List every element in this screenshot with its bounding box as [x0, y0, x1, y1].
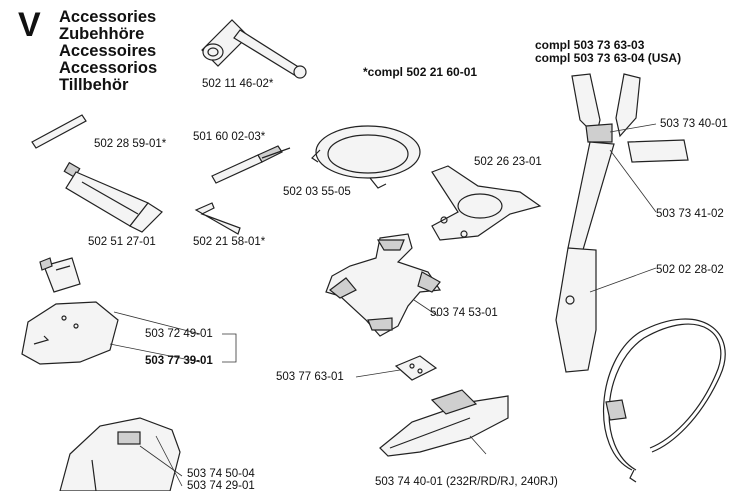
section-titles: Accessories Zubehhöre Accessoires Access…	[59, 9, 157, 94]
title-de: Zubehhöre	[59, 25, 145, 43]
label-support-plate: 503 74 53-01	[430, 307, 498, 319]
clamp-illustration	[431, 165, 542, 241]
harness-header-1: compl 503 73 63-03	[535, 38, 645, 52]
label-guard-kit: 503 77 39-01	[145, 355, 213, 367]
label-hex-key: 502 21 58-01*	[193, 236, 266, 248]
label-guard-bracket: 503 72 49-01	[145, 328, 213, 340]
guard-illustration	[21, 301, 119, 365]
section-letter: V	[18, 6, 41, 44]
bottom-guard-illustration	[59, 417, 181, 491]
leader-lines	[109, 123, 657, 487]
label-plate: 503 77 63-01	[276, 371, 344, 383]
pin-illustration	[31, 114, 87, 149]
label-grease: 502 51 27-01	[88, 236, 156, 248]
hex-key-illustration	[194, 202, 241, 235]
label-ring: 502 03 55-05	[283, 186, 351, 198]
ring-illustration	[311, 125, 421, 189]
harness-header-2: compl 503 73 63-04 (USA)	[535, 51, 682, 65]
title-es: Accessorios	[59, 59, 158, 77]
bracket-illustration	[39, 257, 81, 293]
label-pin: 502 28 59-01*	[94, 138, 167, 150]
harness-illustration	[555, 73, 689, 373]
title-fr: Accessoires	[59, 42, 157, 60]
label-clamp: 502 26 23-01	[474, 156, 542, 168]
blade-guard-illustration	[379, 389, 509, 457]
label-blade-guard: 503 74 40-01 (232R/RD/RJ, 240RJ)	[375, 476, 558, 488]
label-harness-buckle-lower: 503 73 41-02	[656, 208, 724, 220]
label-harness-buckle-upper: 503 73 40-01	[660, 118, 728, 130]
label-bottom-guard-a: 503 74 50-04	[187, 468, 255, 480]
label-wrench: 502 11 46-02*	[202, 78, 274, 90]
label-hip-pad: 502 02 28-02	[656, 264, 724, 276]
title-sv: Tillbehör	[59, 76, 129, 94]
grease-tube-illustration	[63, 161, 163, 233]
label-screwdriver: 501 60 02-03*	[193, 131, 266, 143]
label-bottom-guard-b: 503 74 29-01	[187, 480, 255, 492]
support-plate-illustration	[325, 233, 442, 337]
wrench-illustration	[201, 19, 307, 79]
title-en: Accessories	[59, 8, 157, 26]
strap-illustration	[603, 318, 726, 483]
kit-note: *compl 502 21 60-01	[363, 65, 478, 79]
small-plate-illustration	[394, 355, 438, 381]
screwdriver-illustration	[211, 145, 291, 184]
